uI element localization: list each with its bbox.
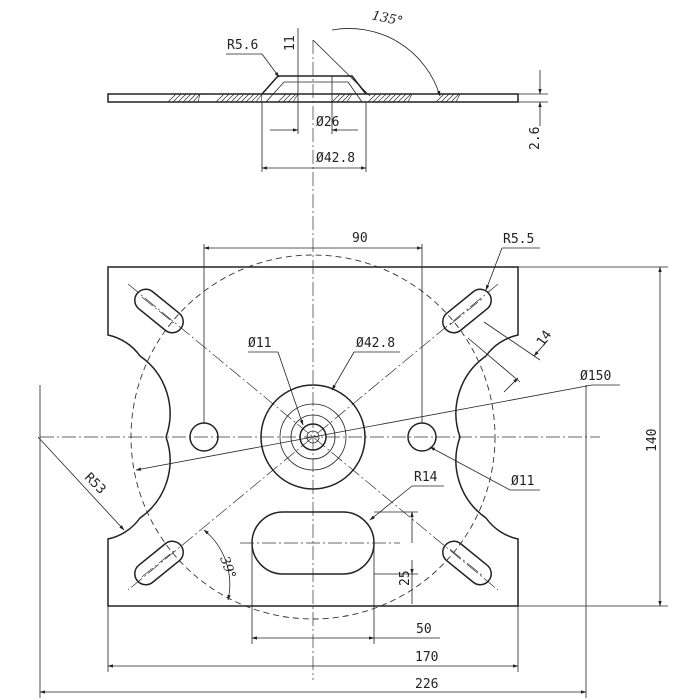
hatch-line [387, 93, 397, 103]
slot-end-radius-leader [369, 485, 413, 521]
slot-width-label: 14 [534, 328, 555, 350]
hatch-line [277, 93, 287, 103]
hatch-line [282, 93, 292, 103]
hatch-line [397, 93, 407, 103]
bolt-spacing-label: 90 [352, 231, 368, 246]
hatch-line [372, 93, 382, 103]
angle-arc [331, 28, 441, 97]
hatch-line [292, 93, 299, 103]
hatch-line [382, 93, 392, 103]
hub-ring-2 [279, 403, 347, 471]
slot-angle-label: 39° [216, 554, 238, 581]
hatch-line [287, 93, 297, 103]
hatch-line [192, 93, 201, 103]
hatch-line [220, 93, 230, 103]
outer-dia-label: Ø42.8 [316, 151, 355, 166]
hub-ring-3 [290, 414, 336, 460]
circle-dia-label: Ø150 [580, 369, 611, 384]
center-slot-height-label: 25 [398, 570, 413, 586]
hatch-line [445, 93, 455, 103]
slot-width-arrow-1 [533, 339, 549, 357]
center-slot-length-label: 50 [416, 622, 432, 637]
hub [260, 384, 366, 490]
hole-dia-right-leader [429, 446, 511, 491]
cutout-radius-label: R53 [81, 470, 108, 497]
plate-height-label: 140 [645, 429, 660, 452]
hatch-line [230, 93, 240, 103]
slot-radius-leader [485, 247, 503, 291]
hatch-line [187, 93, 197, 103]
cutout-radius-leader [37, 436, 125, 531]
hatch-line [182, 93, 192, 103]
hatch-line [407, 93, 413, 103]
hatch-line [377, 93, 387, 103]
angle-ref-line [312, 39, 371, 97]
hatch-line [331, 93, 341, 103]
angle-label: 135° [370, 8, 404, 29]
hatch-line [435, 93, 445, 103]
hatch-line [225, 93, 235, 103]
diagonal-centerline-1 [127, 283, 499, 591]
hatch-line [215, 93, 225, 103]
hatch-line [177, 93, 187, 103]
hatch-line [172, 93, 182, 103]
section-view: 11 R5.6 135° 2.6 Ø26 Ø42.8 [107, 8, 548, 680]
hub-outer-ring [260, 384, 366, 490]
section-hatching [167, 93, 461, 103]
hatch-line [260, 93, 263, 103]
slot-bottom-left [134, 540, 184, 586]
slot-width-ext-1 [483, 321, 541, 361]
thickness-label: 2.6 [528, 127, 543, 150]
slot-angle-arc [203, 529, 231, 601]
slot-top-left [134, 288, 184, 334]
hub-dia-leader [331, 351, 355, 391]
hatch-line [336, 93, 346, 103]
hatch-line [167, 93, 177, 103]
hub-ring-4 [299, 423, 327, 451]
hole-dia-left-label: Ø11 [248, 336, 271, 351]
r-flange-label: R5.6 [227, 38, 258, 53]
hole-dia-left-leader [277, 351, 304, 426]
slot-end-radius-label: R14 [414, 470, 438, 485]
slot-width-arrow-2 [503, 377, 519, 393]
r-flange-leader [261, 53, 280, 78]
hatch-line [341, 93, 351, 103]
slot-bottom-right [442, 540, 492, 586]
hatch-line [402, 93, 412, 103]
circle-dia-leader [135, 384, 593, 471]
hole-dia-right-label: Ø11 [511, 474, 534, 489]
hatch-line [455, 93, 461, 103]
hatch-line [450, 93, 460, 103]
height-label: 11 [283, 35, 298, 51]
hatch-line [240, 93, 250, 103]
slot-top-right [442, 288, 492, 334]
plate-width-label: 170 [415, 650, 438, 665]
hatch-line [346, 93, 353, 103]
hatch-line [255, 93, 263, 103]
hatch-line [367, 93, 377, 103]
hub-dia-label: Ø42.8 [356, 336, 395, 351]
hatch-line [250, 93, 260, 103]
section-hub-inner-profile [265, 81, 363, 103]
slot-radius-label: R5.5 [503, 232, 534, 247]
hatch-line [245, 93, 255, 103]
plan-view: 90 R5.5 14 Ø150 140 Ø11 Ø42.8 Ø11 [37, 231, 668, 698]
inner-dia-label: Ø26 [316, 115, 339, 130]
hatch-line [440, 93, 450, 103]
overall-width-label: 226 [415, 677, 438, 692]
hatch-line [392, 93, 402, 103]
hub-center-hole [306, 430, 320, 444]
diagonal-centerline-2 [127, 283, 499, 591]
hatch-line [235, 93, 245, 103]
slot-width-ext-2 [467, 337, 521, 383]
hatch-line [197, 93, 201, 103]
